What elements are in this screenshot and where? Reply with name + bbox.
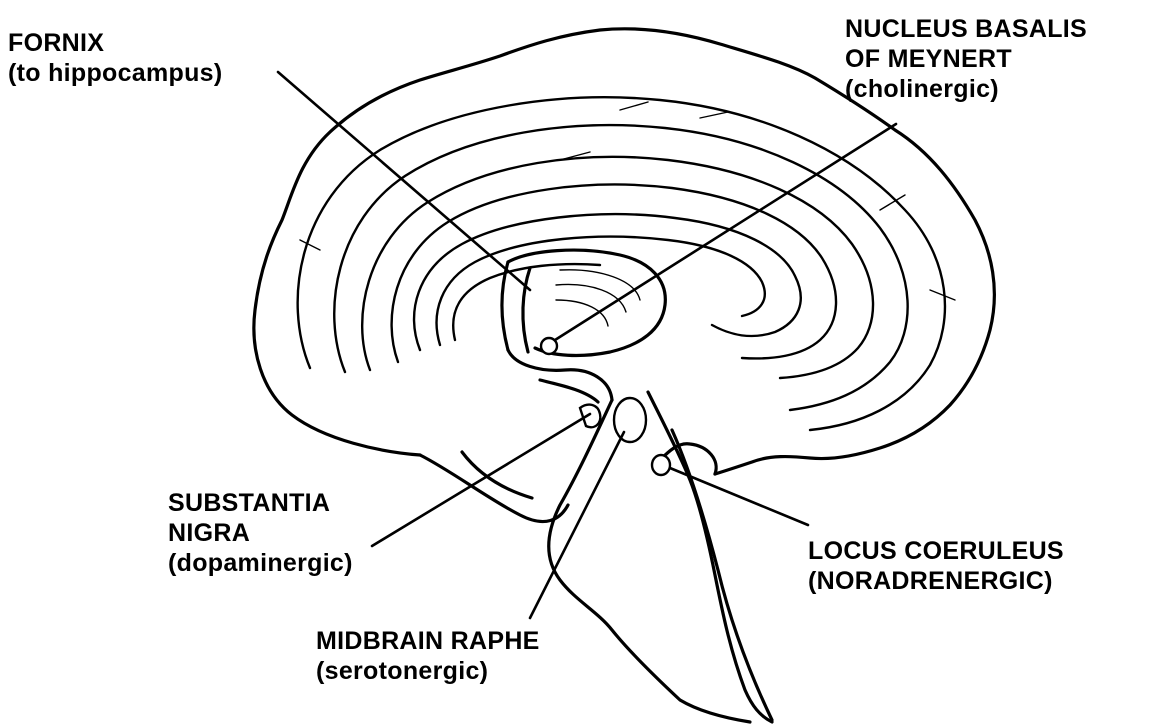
hypothalamus-line bbox=[540, 380, 598, 402]
temporal-lobe-contour bbox=[420, 455, 568, 522]
substantia-nigra-marker bbox=[580, 405, 600, 428]
fornix-label: FORNIX (to hippocampus) bbox=[8, 28, 223, 88]
cortex-tick-6 bbox=[300, 240, 320, 250]
fornix-column bbox=[508, 350, 612, 400]
cortex-tick-2 bbox=[700, 112, 728, 118]
gyral-folds bbox=[298, 97, 945, 430]
temporal-lobe-inner bbox=[462, 452, 532, 498]
fornix-arc-inner bbox=[523, 268, 530, 352]
fold-5-corpus-callosum bbox=[414, 214, 801, 350]
fold-1 bbox=[298, 97, 945, 430]
brainstem-front bbox=[549, 400, 750, 722]
midbrain-raphe-leader bbox=[530, 432, 624, 618]
cortex-tick-1 bbox=[620, 102, 648, 110]
leader-lines bbox=[278, 72, 896, 618]
nucleus-basalis-label: NUCLEUS BASALIS OF MEYNERT (cholinergic) bbox=[845, 14, 1087, 104]
fornix-arc-outer bbox=[502, 262, 508, 350]
midbrain-raphe-label: MIDBRAIN RAPHE (serotonergic) bbox=[316, 626, 540, 686]
nuclei-markers bbox=[541, 338, 670, 475]
midbrain-raphe-label-line1: MIDBRAIN RAPHE bbox=[316, 626, 540, 656]
fold-2 bbox=[334, 125, 907, 410]
substantia-nigra-label: SUBSTANTIA NIGRA (dopaminergic) bbox=[168, 488, 353, 578]
locus-coeruleus-marker bbox=[652, 455, 670, 475]
midbrain-raphe-marker bbox=[614, 398, 646, 442]
midbrain-raphe-label-line2: (serotonergic) bbox=[316, 656, 540, 686]
fornix-thalamus bbox=[502, 250, 665, 402]
locus-coeruleus-leader bbox=[670, 468, 808, 525]
thalamus-shade-2 bbox=[556, 284, 626, 312]
nucleus-basalis-label-line1: NUCLEUS BASALIS bbox=[845, 14, 1087, 44]
locus-coeruleus-label-line2: (NORADRENERGIC) bbox=[808, 566, 1064, 596]
fornix-leader bbox=[278, 72, 530, 290]
brainstem-back bbox=[648, 392, 772, 722]
nucleus-basalis-label-line3: (cholinergic) bbox=[845, 74, 1087, 104]
substantia-nigra-leader bbox=[372, 414, 590, 546]
cortex-tick-5 bbox=[930, 290, 955, 300]
substantia-nigra-label-line3: (dopaminergic) bbox=[168, 548, 353, 578]
locus-coeruleus-label-line1: LOCUS COERULEUS bbox=[808, 536, 1064, 566]
fornix-label-line2: (to hippocampus) bbox=[8, 58, 223, 88]
substantia-nigra-label-line2: NIGRA bbox=[168, 518, 353, 548]
nucleus-basalis-label-line2: OF MEYNERT bbox=[845, 44, 1087, 74]
fornix-label-line1: FORNIX bbox=[8, 28, 223, 58]
substantia-nigra-label-line1: SUBSTANTIA bbox=[168, 488, 353, 518]
locus-coeruleus-label: LOCUS COERULEUS (NORADRENERGIC) bbox=[808, 536, 1064, 596]
